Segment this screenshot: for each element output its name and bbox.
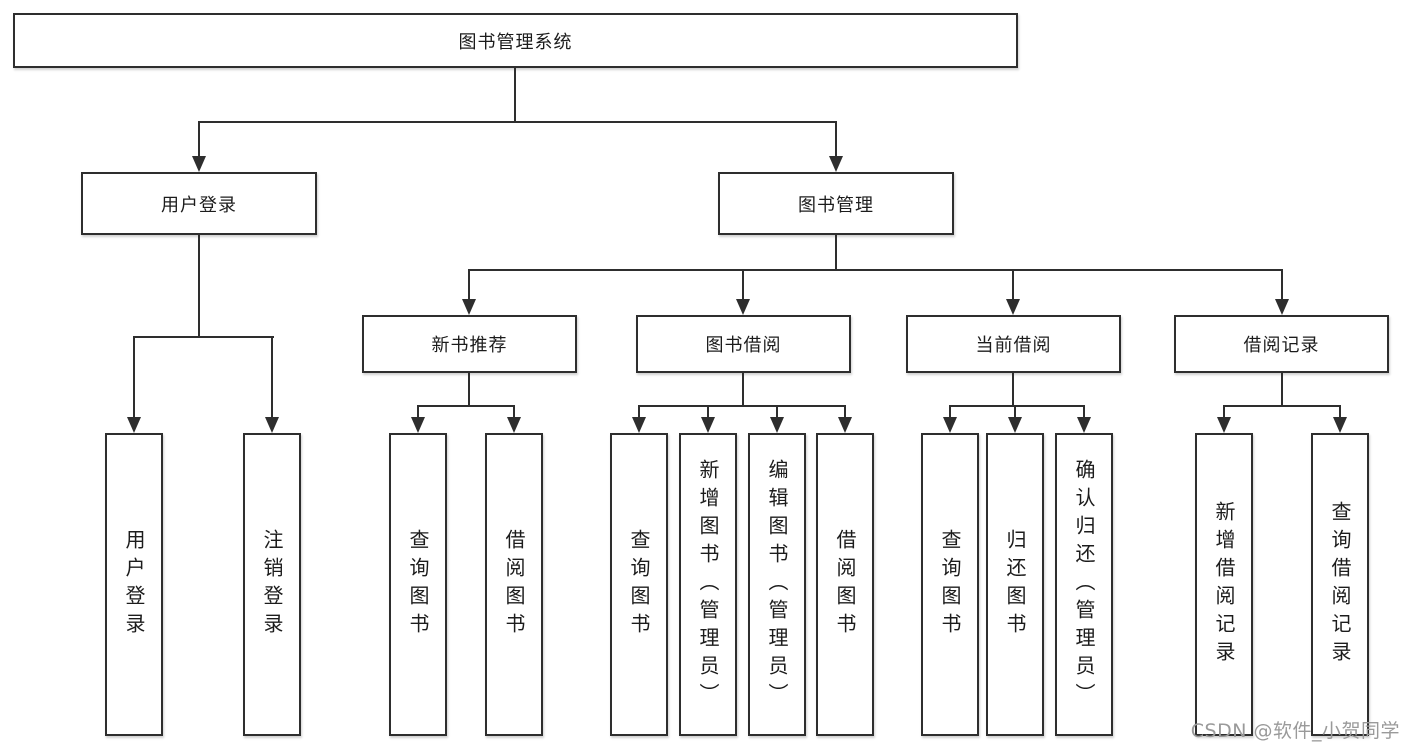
node-borrowing-records-label: 借阅记录 bbox=[1243, 335, 1320, 356]
leaf-add-book-admin-label: 新增图书（管理员） bbox=[696, 458, 720, 711]
leaf-borrow-books-borrowing-label: 借阅图书 bbox=[833, 528, 857, 641]
connector-line bbox=[133, 336, 274, 338]
connector-line bbox=[1281, 373, 1283, 407]
connector-line bbox=[1083, 405, 1085, 419]
leaf-edit-book-admin: 编辑图书（管理员） bbox=[748, 433, 806, 736]
connector-line bbox=[1012, 373, 1014, 407]
connector-line bbox=[835, 235, 837, 271]
leaf-query-borrow-record-label: 查询借阅记录 bbox=[1328, 500, 1352, 669]
connector-line bbox=[468, 269, 470, 301]
arrow-down-icon bbox=[1077, 417, 1091, 433]
arrow-down-icon bbox=[943, 417, 957, 433]
arrow-down-icon bbox=[411, 417, 425, 433]
csdn-watermark: CSDN @软件_小贺同学 bbox=[1190, 720, 1400, 742]
arrow-down-icon bbox=[838, 417, 852, 433]
arrow-down-icon bbox=[829, 156, 843, 172]
connector-line bbox=[742, 269, 744, 301]
connector-line bbox=[417, 405, 515, 407]
connector-line bbox=[1012, 269, 1014, 301]
connector-line bbox=[638, 405, 640, 419]
connector-line bbox=[198, 121, 837, 123]
leaf-borrow-books-recommend-label: 借阅图书 bbox=[502, 528, 526, 641]
connector-line bbox=[949, 405, 951, 419]
connector-line bbox=[949, 405, 1085, 407]
connector-line bbox=[514, 68, 516, 123]
leaf-return-book-label: 归还图书 bbox=[1003, 528, 1027, 641]
node-book-management-label: 图书管理 bbox=[798, 194, 874, 216]
arrow-down-icon bbox=[1008, 417, 1022, 433]
leaf-borrow-books-borrowing: 借阅图书 bbox=[816, 433, 874, 736]
arrow-down-icon bbox=[462, 299, 476, 315]
connector-line bbox=[1223, 405, 1225, 419]
arrow-down-icon bbox=[770, 417, 784, 433]
leaf-query-books-borrowing-label: 查询图书 bbox=[627, 528, 651, 641]
node-new-book-recommend: 新书推荐 bbox=[362, 315, 577, 373]
arrow-down-icon bbox=[1006, 299, 1020, 315]
leaf-return-book: 归还图书 bbox=[986, 433, 1044, 736]
connector-line bbox=[417, 405, 419, 419]
connector-line bbox=[198, 235, 200, 338]
connector-line bbox=[638, 405, 846, 407]
leaf-user-login: 用户登录 bbox=[105, 433, 163, 736]
connector-line bbox=[742, 373, 744, 407]
connector-line bbox=[1014, 405, 1016, 419]
node-new-book-recommend-label: 新书推荐 bbox=[431, 335, 508, 356]
node-book-management: 图书管理 bbox=[718, 172, 954, 235]
connector-line bbox=[133, 336, 135, 421]
node-current-borrowing: 当前借阅 bbox=[906, 315, 1121, 373]
leaf-query-books-recommend: 查询图书 bbox=[389, 433, 447, 736]
node-user-login-label: 用户登录 bbox=[161, 194, 237, 216]
leaf-borrow-books-recommend: 借阅图书 bbox=[485, 433, 543, 736]
leaf-query-books-borrowing: 查询图书 bbox=[610, 433, 668, 736]
arrow-down-icon bbox=[1333, 417, 1347, 433]
node-root: 图书管理系统 bbox=[13, 13, 1018, 68]
leaf-user-login-label: 用户登录 bbox=[122, 528, 146, 641]
node-borrowing-records: 借阅记录 bbox=[1174, 315, 1389, 373]
leaf-query-books-current-label: 查询图书 bbox=[938, 528, 962, 641]
arrow-down-icon bbox=[265, 417, 279, 433]
node-user-login: 用户登录 bbox=[81, 172, 317, 235]
node-book-borrowing: 图书借阅 bbox=[636, 315, 851, 373]
connector-line bbox=[707, 405, 709, 419]
connector-line bbox=[468, 269, 1283, 271]
connector-line bbox=[198, 121, 200, 158]
node-book-borrowing-label: 图书借阅 bbox=[705, 335, 782, 356]
node-current-borrowing-label: 当前借阅 bbox=[975, 335, 1052, 356]
connector-line bbox=[844, 405, 846, 419]
connector-line bbox=[1223, 405, 1341, 407]
arrow-down-icon bbox=[1275, 299, 1289, 315]
arrow-down-icon bbox=[507, 417, 521, 433]
arrow-down-icon bbox=[127, 417, 141, 433]
arrow-down-icon bbox=[192, 156, 206, 172]
arrow-down-icon bbox=[701, 417, 715, 433]
leaf-confirm-return-admin: 确认归还（管理员） bbox=[1055, 433, 1113, 736]
arrow-down-icon bbox=[736, 299, 750, 315]
connector-line bbox=[776, 405, 778, 419]
connector-line bbox=[513, 405, 515, 419]
leaf-add-book-admin: 新增图书（管理员） bbox=[679, 433, 737, 736]
leaf-query-borrow-record: 查询借阅记录 bbox=[1311, 433, 1369, 736]
leaf-logout: 注销登录 bbox=[243, 433, 301, 736]
leaf-logout-label: 注销登录 bbox=[260, 528, 284, 641]
leaf-edit-book-admin-label: 编辑图书（管理员） bbox=[765, 458, 789, 711]
leaf-add-borrow-record: 新增借阅记录 bbox=[1195, 433, 1253, 736]
leaf-query-books-current: 查询图书 bbox=[921, 433, 979, 736]
connector-line bbox=[271, 336, 273, 421]
leaf-query-books-recommend-label: 查询图书 bbox=[406, 528, 430, 641]
leaf-confirm-return-admin-label: 确认归还（管理员） bbox=[1072, 458, 1096, 711]
leaf-add-borrow-record-label: 新增借阅记录 bbox=[1212, 500, 1236, 669]
connector-line bbox=[835, 121, 837, 158]
connector-line bbox=[1339, 405, 1341, 419]
node-root-label: 图书管理系统 bbox=[458, 31, 573, 53]
arrow-down-icon bbox=[632, 417, 646, 433]
connector-line bbox=[468, 373, 470, 407]
arrow-down-icon bbox=[1217, 417, 1231, 433]
connector-line bbox=[1281, 269, 1283, 301]
